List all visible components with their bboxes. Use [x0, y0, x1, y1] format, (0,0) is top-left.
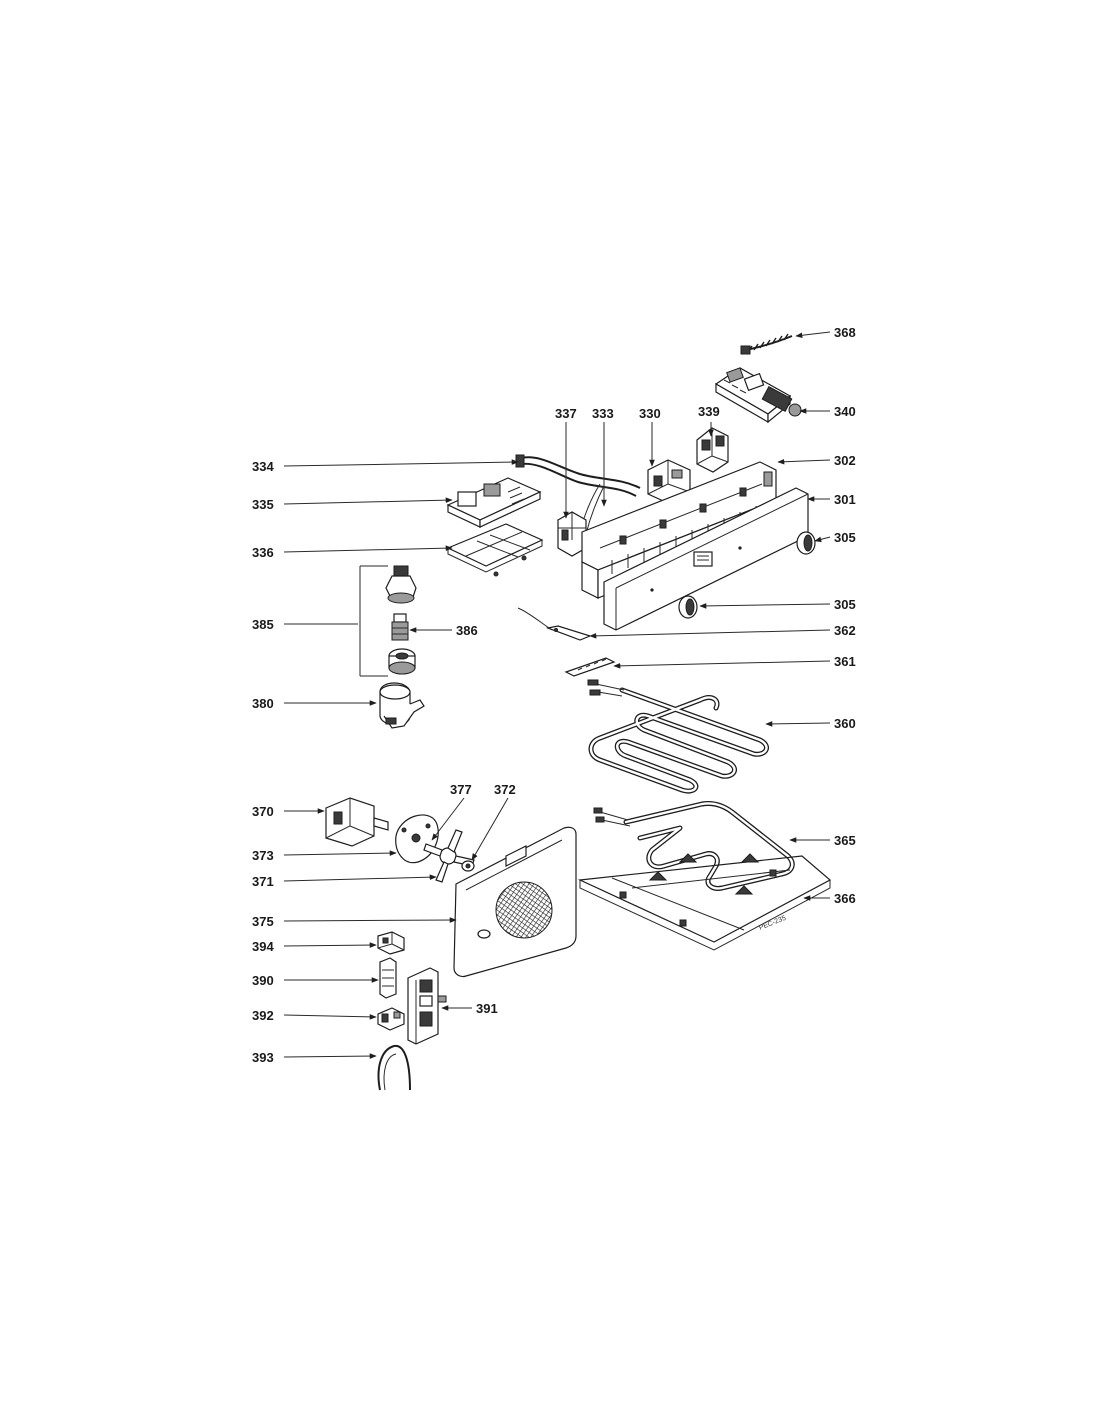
part-368-wire-harness [740, 333, 793, 355]
label-380: 380 [252, 696, 274, 711]
part-339-rotary-switch [696, 427, 729, 473]
drawing-code: PEC-235 [758, 915, 787, 932]
part-340-timer-module [714, 367, 802, 424]
part-385-nut [388, 648, 416, 675]
label-336: 336 [252, 545, 274, 560]
part-305-knob-lower [678, 595, 698, 619]
label-333: 333 [592, 406, 614, 421]
part-393-cable [377, 1044, 411, 1091]
label-339: 339 [698, 404, 720, 419]
part-366-bottom-plate [577, 853, 832, 951]
part-301-fascia-panel [603, 487, 809, 631]
part-labels: 368 340 337 333 330 339 334 302 335 301 … [252, 325, 856, 1065]
part-365-bottom-element [593, 801, 795, 891]
label-335: 335 [252, 497, 274, 512]
label-386: 386 [456, 623, 478, 638]
part-394-relay [377, 931, 405, 955]
label-373: 373 [252, 848, 274, 863]
label-375: 375 [252, 914, 274, 929]
label-366: 366 [834, 891, 856, 906]
label-301: 301 [834, 492, 856, 507]
part-375-fan-cover [453, 826, 577, 978]
part-336-board-tray [446, 523, 544, 577]
part-335-circuit-board [446, 477, 542, 528]
label-334: 334 [252, 459, 274, 474]
label-340: 340 [834, 404, 856, 419]
label-305-upper: 305 [834, 530, 856, 545]
label-391: 391 [476, 1001, 498, 1016]
label-371: 371 [252, 874, 274, 889]
part-373-fan-bracket [395, 814, 439, 864]
label-385: 385 [252, 617, 274, 632]
part-392-switch [377, 1007, 405, 1031]
part-361-plate [564, 657, 616, 677]
label-305-lower: 305 [834, 597, 856, 612]
part-380-motor [379, 682, 425, 729]
part-360-grill-element [587, 679, 769, 794]
part-372-nut [461, 860, 475, 872]
label-330: 330 [639, 406, 661, 421]
label-393: 393 [252, 1050, 274, 1065]
leader-lines [283, 331, 831, 1059]
part-390-terminal-strip [379, 957, 397, 999]
part-330-switch-block [647, 459, 691, 505]
label-394: 394 [252, 939, 274, 954]
label-377: 377 [450, 782, 472, 797]
label-390: 390 [252, 973, 274, 988]
label-370: 370 [252, 804, 274, 819]
label-372: 372 [494, 782, 516, 797]
label-368: 368 [834, 325, 856, 340]
label-361: 361 [834, 654, 856, 669]
part-391-connector-panel [407, 967, 447, 1045]
label-362: 362 [834, 623, 856, 638]
part-385-thermostat [359, 565, 417, 677]
part-386-sensor [391, 613, 409, 641]
part-370-fan-motor [325, 797, 389, 847]
label-360: 360 [834, 716, 856, 731]
label-337: 337 [555, 406, 577, 421]
label-365: 365 [834, 833, 856, 848]
label-302: 302 [834, 453, 856, 468]
label-392: 392 [252, 1008, 274, 1023]
part-362-probe [517, 607, 592, 641]
part-305-knob-upper [796, 531, 816, 555]
